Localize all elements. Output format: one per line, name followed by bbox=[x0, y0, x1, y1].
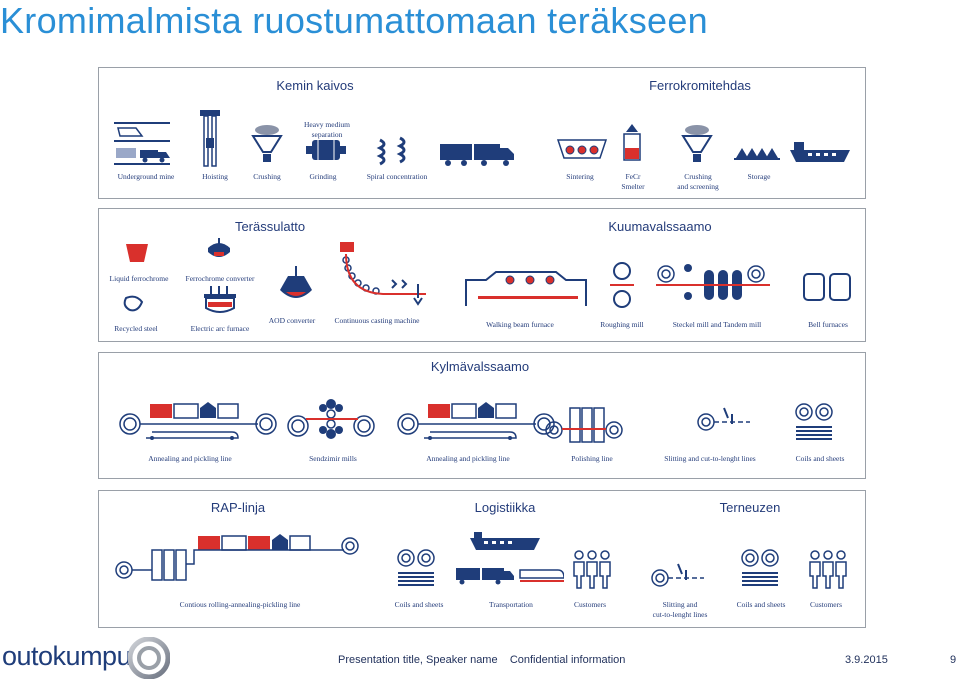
label-bell-furnaces: Bell furnaces bbox=[808, 320, 848, 329]
coils-sheets-icon bbox=[795, 403, 833, 440]
customers-icon bbox=[573, 550, 611, 589]
label-customers: Customers bbox=[573, 600, 607, 609]
storage-icon bbox=[734, 148, 780, 160]
coils-sheets-3-icon bbox=[741, 549, 779, 586]
label-steckel-tandem-mill: Steckel mill and Tandem mill bbox=[672, 320, 762, 329]
outokumpu-logo-mark-icon bbox=[128, 637, 170, 679]
label-coils-sheets-2: Coils and sheets bbox=[394, 600, 444, 609]
crushing-screening-icon bbox=[681, 125, 713, 162]
label-polishing-line: Polishing line bbox=[571, 454, 613, 463]
label-aod-converter: AOD converter bbox=[268, 316, 316, 325]
aod-converter-icon bbox=[280, 266, 312, 298]
heading-terneuzen: Terneuzen bbox=[719, 500, 781, 515]
panel-mining-ferrochrome bbox=[98, 67, 866, 199]
heading-logistiikka: Logistiikka bbox=[474, 500, 536, 515]
bell-furnaces-icon bbox=[803, 273, 851, 301]
transportation-icon bbox=[456, 532, 564, 585]
ferrochrome-converter-icon bbox=[208, 238, 230, 257]
label-continuous-casting: Continuous casting machine bbox=[334, 316, 420, 325]
continuous-casting-icon bbox=[340, 242, 426, 306]
footer-date: 3.9.2015 bbox=[845, 654, 888, 666]
heading-kylmavalssaamo: Kylmävalssaamo bbox=[430, 359, 530, 374]
heading-kuumavalssaamo: Kuumavalssaamo bbox=[608, 219, 712, 234]
electric-arc-furnace-icon bbox=[204, 286, 236, 313]
label-liquid-ferrochrome: Liquid ferrochrome bbox=[109, 274, 169, 283]
label-fecr-smelter: FeCr Smelter bbox=[621, 172, 645, 191]
label-hoisting: Hoisting bbox=[202, 172, 228, 181]
label-storage: Storage bbox=[747, 172, 771, 181]
label-crushing-screening: Crushing and screening bbox=[677, 172, 719, 191]
label-customers-2: Customers bbox=[809, 600, 843, 609]
roughing-mill-icon bbox=[610, 262, 634, 308]
footer-page-number: 9 bbox=[950, 654, 957, 666]
heading-rap-linja: RAP-linja bbox=[210, 500, 266, 515]
grinding-mill-icon bbox=[306, 140, 346, 160]
label-annealing-pickling-line: Annealing and pickling line bbox=[148, 454, 232, 463]
smelter-icon bbox=[623, 124, 641, 161]
label-slitting-cut-lines: Slitting and cut-to-lenght lines bbox=[664, 454, 756, 463]
annealing-pickling-line-2-icon bbox=[397, 402, 555, 440]
steckel-tandem-mill-icon bbox=[656, 264, 770, 300]
panel-rap-logistics-terneuzen bbox=[98, 490, 866, 628]
mine-icon bbox=[114, 122, 170, 165]
label-sendzimir-mills: Sendzimir mills bbox=[309, 454, 357, 463]
label-roughing-mill: Roughing mill bbox=[600, 320, 644, 329]
label-rap-line: Contious rolling-annealing-pickling line bbox=[179, 600, 301, 609]
label-coils-sheets: Coils and sheets bbox=[795, 454, 845, 463]
label-coils-sheets-3: Coils and sheets bbox=[736, 600, 786, 609]
page-title: Kromimalmista ruostumattomaan teräkseen bbox=[0, 0, 708, 41]
label-crushing: Crushing bbox=[253, 172, 281, 181]
spiral-concentrator-icon bbox=[376, 136, 406, 166]
ship-icon bbox=[790, 142, 850, 162]
heading-terassulatto: Terässulatto bbox=[234, 219, 306, 234]
label-recycled-steel: Recycled steel bbox=[114, 324, 158, 333]
recycled-steel-icon bbox=[123, 295, 144, 312]
label-ferrochrome-converter: Ferrochrome converter bbox=[185, 274, 255, 283]
heading-kemin-kaivos: Kemin kaivos bbox=[276, 78, 354, 93]
label-slitting-cut-lines-2: Slitting and cut-to-lenght lines bbox=[652, 600, 708, 619]
rap-line-icon bbox=[115, 534, 359, 581]
truck-icon bbox=[440, 144, 514, 166]
label-sintering: Sintering bbox=[566, 172, 594, 181]
walking-beam-furnace-icon bbox=[465, 271, 587, 306]
sendzimir-mills-icon bbox=[287, 399, 375, 439]
heading-ferrokromitehdas: Ferrokromitehdas bbox=[649, 78, 751, 93]
footer-text: Presentation title, Speaker name Confide… bbox=[338, 654, 626, 666]
label-electric-arc-furnace: Electric arc furnace bbox=[190, 324, 250, 333]
label-heavy-medium: Heavy medium separation bbox=[303, 120, 351, 139]
label-spiral-concentration: Spiral concentration bbox=[366, 172, 428, 181]
crusher-icon bbox=[251, 125, 283, 162]
customers-2-icon bbox=[809, 550, 847, 589]
polishing-line-icon bbox=[545, 407, 623, 443]
hoist-icon bbox=[200, 110, 220, 167]
sintering-icon bbox=[556, 139, 608, 159]
coils-sheets-2-icon bbox=[397, 549, 435, 586]
label-underground-mine: Underground mine bbox=[117, 172, 175, 181]
label-annealing-pickling-line-2: Annealing and pickling line bbox=[426, 454, 510, 463]
slitting-line-icon bbox=[697, 407, 750, 431]
label-walking-beam-furnace: Walking beam furnace bbox=[486, 320, 554, 329]
liquid-ferrochrome-icon bbox=[126, 244, 148, 262]
outokumpu-logo: outokumpu bbox=[2, 641, 132, 671]
slitting-line-2-icon bbox=[651, 563, 704, 587]
label-grinding: Grinding bbox=[309, 172, 337, 181]
label-transportation: Transportation bbox=[489, 600, 533, 609]
annealing-pickling-line-icon bbox=[119, 402, 277, 440]
